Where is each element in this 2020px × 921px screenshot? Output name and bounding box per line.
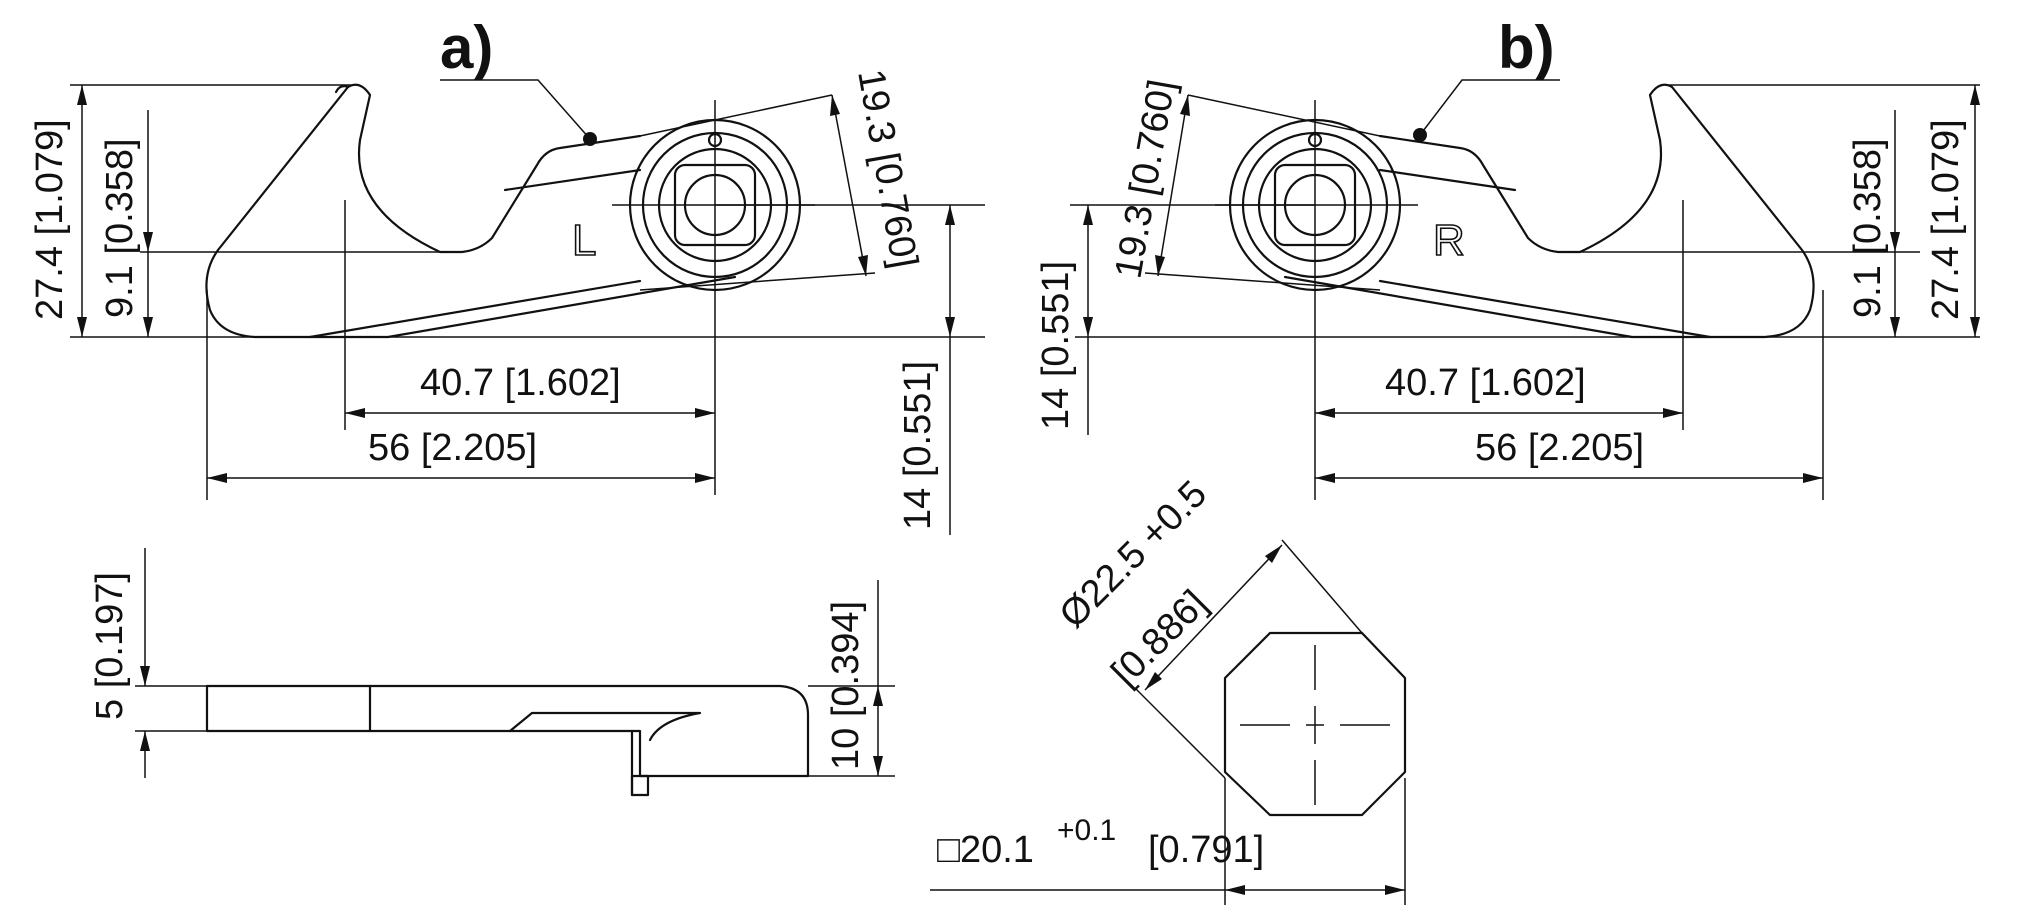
side-view: 5 [0.197] 10 [0.394] <box>89 548 895 797</box>
view-a-arm-bottom <box>308 279 642 339</box>
view-b-leader <box>1419 79 1560 136</box>
view-a-dim-hook-to-center: 40.7 [1.602] <box>420 362 621 404</box>
side-view-dim-total-height: 10 [0.394] <box>825 601 867 770</box>
side-view-body <box>205 684 810 778</box>
view-a-arm-line <box>503 168 642 192</box>
view-b-side-mark: R <box>1433 216 1465 265</box>
view-a-side-mark: L <box>572 216 596 265</box>
view-b-dim-hook-to-center: 40.7 [1.602] <box>1385 362 1586 404</box>
view-b-dim-overall-length: 56 [2.205] <box>1475 427 1644 469</box>
cutout-dim-square: □20.1 <box>937 829 1034 871</box>
view-b-leader-dot <box>1413 128 1427 142</box>
view-a: a) L 27.4 [1.079] 9.1 <box>29 14 985 535</box>
view-a-dim-boss-diameter: 19.3 [0.760] <box>849 66 925 271</box>
view-a-dim-overall-length: 56 [2.205] <box>368 427 537 469</box>
view-b: b) R 27.4 [1.079] 9.1 [0.358] <box>1035 14 1980 500</box>
side-view-dim-thickness: 5 [0.197] <box>89 572 131 720</box>
cutout-view: Ø22.5 +0.5 [0.886] □20.1 +0.1 [0.791] <box>930 473 1407 905</box>
view-b-dim-center-height: 14 [0.551] <box>1035 261 1077 430</box>
view-a-label: a) <box>440 14 493 81</box>
view-b-arm-line <box>1378 168 1517 192</box>
view-b-arm-bottom <box>1378 279 1712 339</box>
view-a-dim-overall-height: 27.4 [1.079] <box>29 119 71 320</box>
cutout-dim-square-inch: [0.791] <box>1148 829 1264 871</box>
view-a-dim-hook-height: 9.1 [0.358] <box>99 138 141 318</box>
view-b-dim-overall-height: 27.4 [1.079] <box>1925 119 1967 320</box>
view-a-part-outline <box>205 83 737 339</box>
view-a-hook-inner <box>334 85 350 94</box>
view-b-label: b) <box>1498 14 1555 81</box>
view-a-dim-center-height: 14 [0.551] <box>897 361 939 530</box>
cutout-dim-square-tolerance: +0.1 <box>1057 814 1116 847</box>
view-b-dim-boss-diameter: 19.3 [0.760] <box>1108 77 1184 282</box>
view-b-dim-hook-height: 9.1 [0.358] <box>1847 138 1889 318</box>
cutout-outline <box>1223 631 1407 817</box>
view-b-part-outline <box>1283 83 1815 339</box>
view-a-leader <box>440 79 591 140</box>
